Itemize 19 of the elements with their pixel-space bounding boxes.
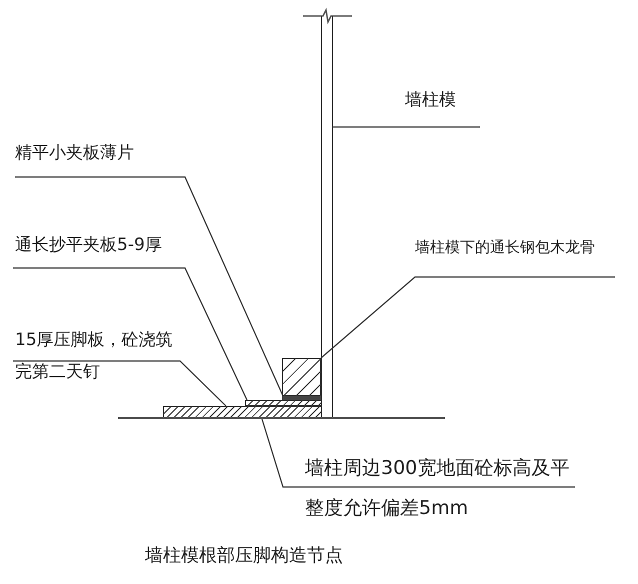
pressure-foot-board: [163, 406, 322, 418]
leader-line: [13, 267, 248, 400]
part-label: 精平小夹板薄片: [15, 142, 135, 165]
note-text: 墙柱周边300宽地面砼标高及平整度允许偏差5mm: [305, 456, 570, 521]
leader-line: [333, 126, 480, 128]
floor-line: [118, 417, 445, 419]
part-label: 15厚压脚板，砼浇筑完第二天钉: [15, 329, 174, 384]
part-label: 墙柱模: [405, 89, 457, 112]
shim-strip: [282, 396, 321, 400]
leader-line: [261, 418, 575, 488]
part-label: 墙柱模下的通长钢包木龙骨: [415, 237, 596, 258]
leader-line: [15, 176, 284, 396]
part-label: 通长抄平夹板5-9厚: [15, 234, 163, 257]
timber-joist: [282, 358, 321, 396]
leader-line: [320, 276, 615, 358]
leader-line: [13, 360, 226, 406]
leveling-plywood: [245, 400, 322, 406]
wall-formwork-plank: [321, 16, 333, 418]
caption: 墙柱模根部压脚构造节点: [145, 544, 343, 568]
